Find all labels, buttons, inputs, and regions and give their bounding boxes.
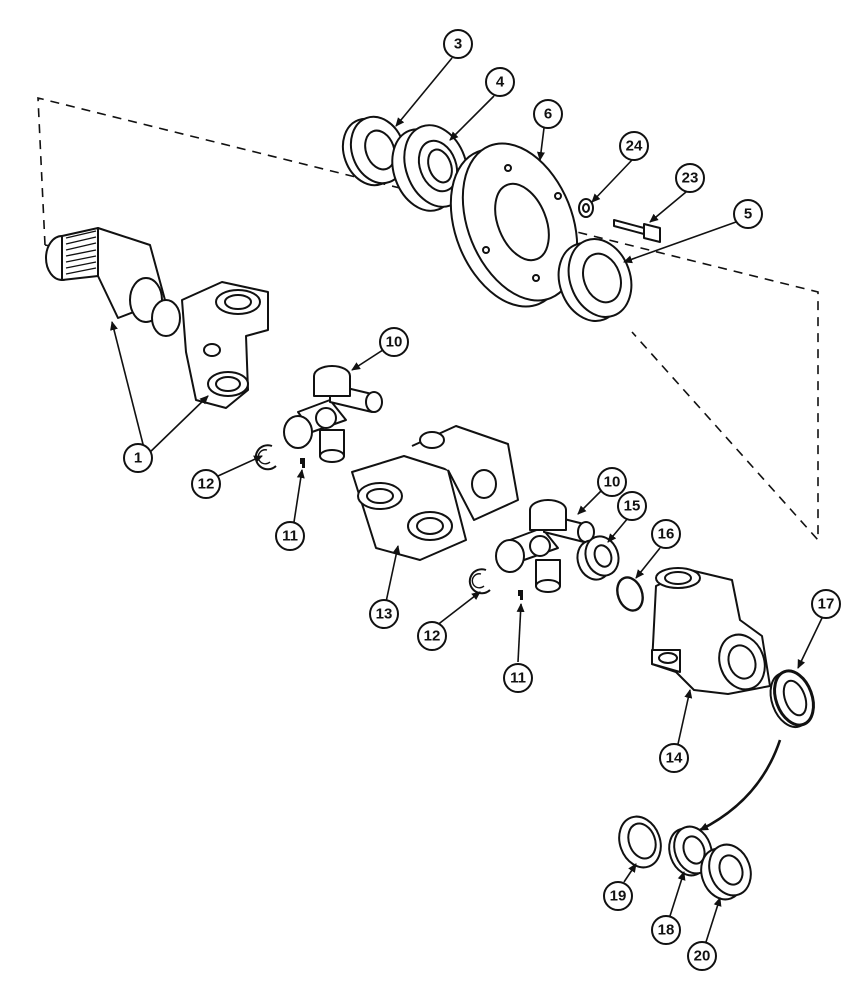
callout-12-lower: 12 [417, 621, 447, 651]
callout-5: 5 [733, 199, 763, 229]
svg-text:19: 19 [610, 888, 627, 905]
part-snap-ring-12-lower [468, 568, 491, 595]
svg-text:24: 24 [626, 138, 643, 155]
svg-text:10: 10 [604, 474, 621, 491]
part-slip-yoke-14 [651, 567, 771, 695]
part-snap-ring-16 [616, 576, 644, 612]
callout-1: 1 [123, 443, 153, 473]
svg-text:3: 3 [454, 36, 462, 53]
svg-text:18: 18 [658, 922, 675, 939]
part-bolt-23 [613, 219, 661, 243]
svg-text:5: 5 [744, 206, 752, 223]
callout-10-upper: 10 [379, 327, 409, 357]
svg-text:17: 17 [818, 596, 835, 613]
svg-text:11: 11 [282, 528, 298, 545]
part-cross-10-upper [283, 365, 383, 463]
svg-text:12: 12 [424, 628, 441, 645]
callout-20: 20 [687, 941, 717, 971]
svg-text:12: 12 [198, 476, 215, 493]
part-grease-fitting-11-lower [518, 590, 523, 600]
callout-3: 3 [443, 29, 473, 59]
part-washer-24 [578, 198, 594, 218]
svg-text:4: 4 [496, 74, 505, 91]
part-shaft-yoke [45, 227, 269, 409]
svg-text:16: 16 [658, 526, 675, 543]
part-cross-10-lower [495, 499, 595, 593]
part-flange-6 [449, 142, 579, 308]
callout-6: 6 [533, 99, 563, 129]
arrow-17-to-18 [699, 739, 782, 832]
callout-18: 18 [651, 915, 681, 945]
part-seal-5 [557, 238, 633, 322]
callout-11-lower: 11 [503, 663, 533, 693]
svg-text:15: 15 [624, 498, 641, 515]
callout-23: 23 [675, 163, 705, 193]
svg-text:11: 11 [510, 670, 526, 687]
part-seal-3 [341, 115, 407, 187]
callout-10-lower: 10 [597, 467, 627, 497]
svg-text:23: 23 [682, 170, 699, 187]
part-bearing-20 [700, 843, 752, 901]
callout-15: 15 [617, 491, 647, 521]
callout-13: 13 [369, 599, 399, 629]
part-seal-18 [668, 825, 713, 877]
part-bearing-15 [576, 535, 620, 581]
callout-24: 24 [619, 131, 649, 161]
callout-14: 14 [659, 743, 689, 773]
svg-text:13: 13 [376, 606, 393, 623]
part-washer-19 [618, 815, 662, 869]
part-seal-17 [769, 669, 815, 729]
svg-text:6: 6 [544, 106, 552, 123]
svg-text:10: 10 [386, 334, 403, 351]
part-center-yoke-13 [351, 425, 519, 561]
callout-4: 4 [485, 67, 515, 97]
part-grease-fitting-11-upper [300, 458, 305, 468]
callout-16: 16 [651, 519, 681, 549]
callout-12-upper: 12 [191, 469, 221, 499]
leader-lines [110, 57, 823, 943]
svg-text:14: 14 [666, 750, 683, 767]
callout-17: 17 [811, 589, 841, 619]
svg-text:20: 20 [694, 948, 711, 965]
svg-text:1: 1 [134, 450, 142, 467]
callout-11-upper: 11 [275, 521, 305, 551]
callout-19: 19 [603, 881, 633, 911]
